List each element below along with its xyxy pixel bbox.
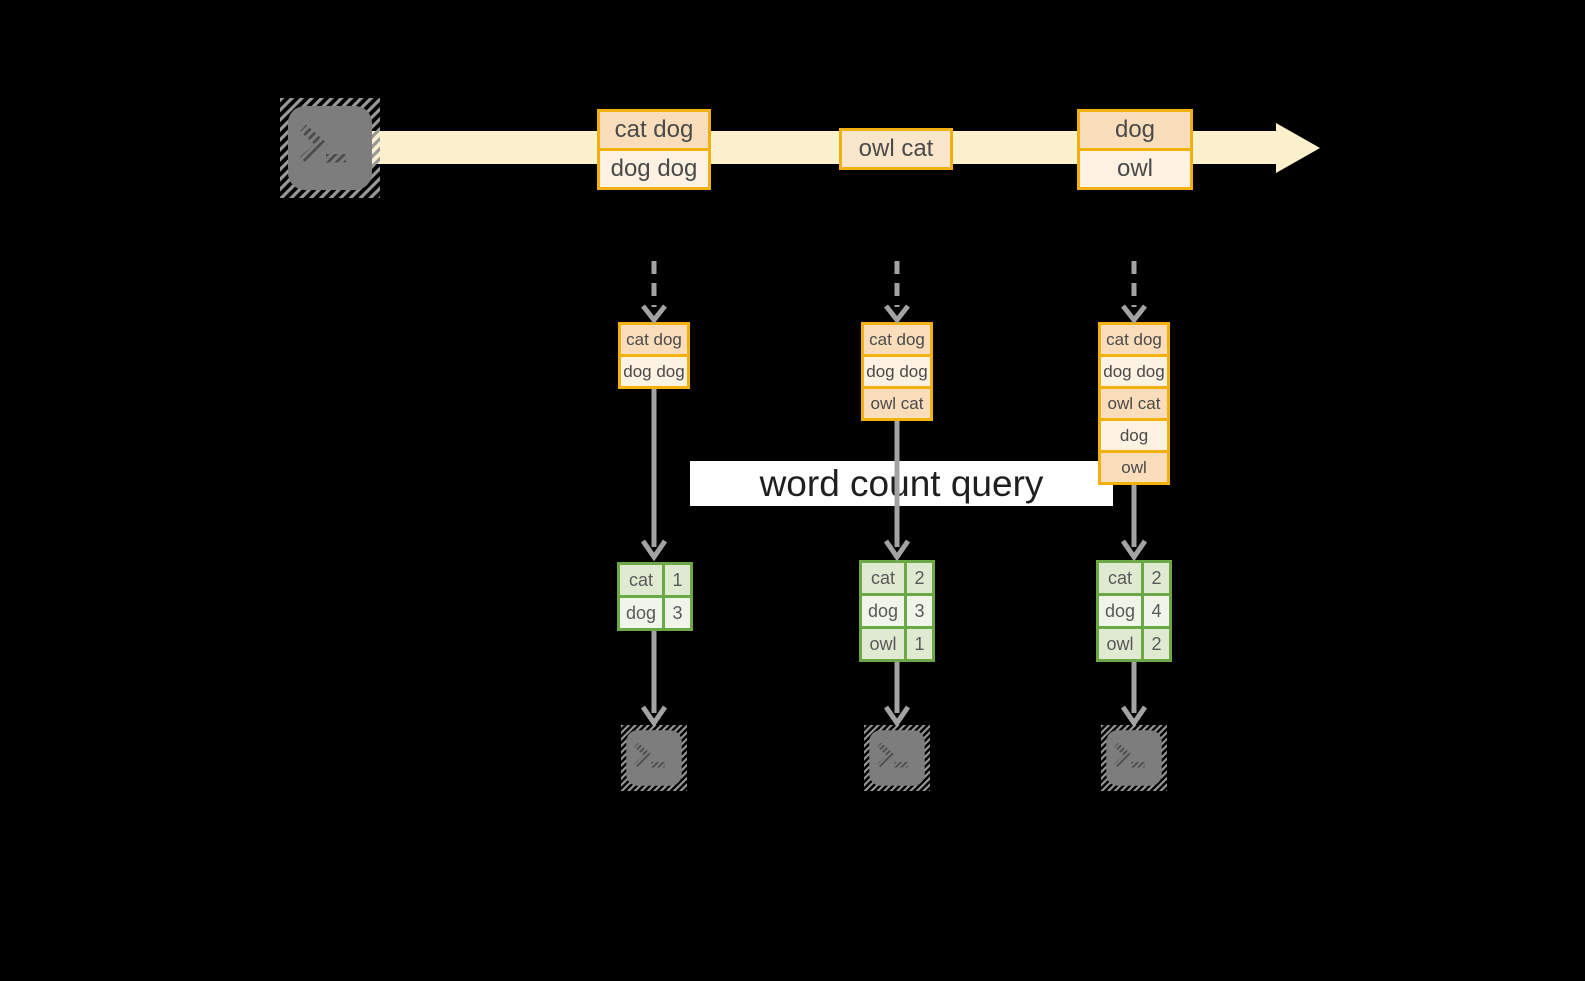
buffer-cell: owl [1101,453,1167,482]
buffer-cell: dog dog [621,357,687,386]
count-to-sink-arrow-3 [1120,662,1148,728]
count-word: dog [620,598,662,628]
count-to-sink-arrow-2 [883,662,911,728]
count-word: dog [1099,596,1141,626]
query-label-box: word count query [690,461,1113,506]
message-line: dog dog [600,151,708,187]
count-word: owl [1099,629,1141,659]
count-value: 1 [665,565,690,595]
buffer-stack-1: cat dog dog dog [618,322,690,389]
message-line: owl [1080,151,1190,187]
buffer-cell: dog dog [864,357,930,386]
buffer-cell: owl cat [864,389,930,418]
count-word: cat [862,563,904,593]
message-line: cat dog [600,112,708,148]
sink-terminal-icon-3 [1101,725,1167,791]
buffer-stack-3: cat dog dog dog owl cat dog owl [1098,322,1170,485]
stream-to-buffer-arrow-1 [641,261,667,325]
count-value: 2 [907,563,932,593]
buffer-to-count-arrow-3 [1120,485,1148,562]
buffer-to-count-arrow-1 [640,389,668,562]
count-table-1: cat 1 dog 3 [617,562,693,631]
count-table-3: cat 2 dog 4 owl 2 [1096,560,1172,662]
stream-message-1: cat dog dog dog [597,109,711,190]
buffer-cell: owl cat [1101,389,1167,418]
stream-to-buffer-arrow-2 [884,261,910,325]
count-value: 3 [907,596,932,626]
buffer-cell: cat dog [864,325,930,354]
buffer-cell: dog [1101,421,1167,450]
count-table-2: cat 2 dog 3 owl 1 [859,560,935,662]
message-line: dog [1080,112,1190,148]
count-value: 2 [1144,563,1169,593]
count-word: cat [620,565,662,595]
message-line: owl cat [842,131,950,167]
stream-to-buffer-arrow-3 [1121,261,1147,325]
count-to-sink-arrow-1 [640,631,668,728]
buffer-cell: dog dog [1101,357,1167,386]
count-word: owl [862,629,904,659]
count-word: dog [862,596,904,626]
count-value: 1 [907,629,932,659]
count-value: 3 [665,598,690,628]
buffer-to-count-arrow-2 [883,421,911,562]
stream-message-3: dog owl [1077,109,1193,190]
buffer-cell: cat dog [1101,325,1167,354]
count-word: cat [1099,563,1141,593]
buffer-stack-2: cat dog dog dog owl cat [861,322,933,421]
count-value: 2 [1144,629,1169,659]
stream-message-2: owl cat [839,128,953,170]
sink-terminal-icon-2 [864,725,930,791]
count-value: 4 [1144,596,1169,626]
sink-terminal-icon-1 [621,725,687,791]
source-terminal-icon [280,98,380,198]
buffer-cell: cat dog [621,325,687,354]
query-label: word count query [759,462,1044,504]
